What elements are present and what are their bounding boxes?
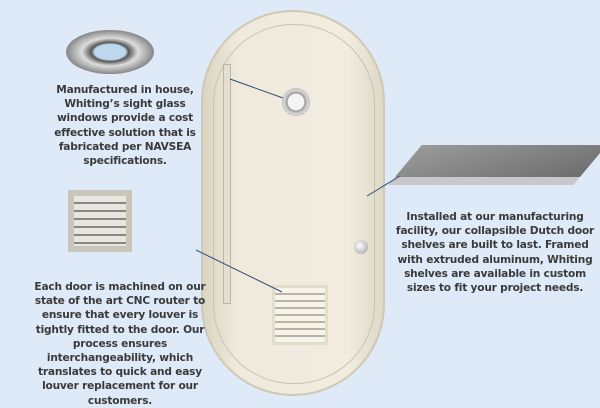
caption-line: translates to quick and easy: [37, 366, 202, 379]
door-hinge-bar: [223, 64, 231, 304]
caption-line: shelves are available in custom: [404, 267, 586, 280]
leader-line-louver: [195, 249, 283, 293]
caption-line: shelves are built to last. Framed: [401, 239, 589, 252]
caption-line: ensure that every louver is: [41, 309, 199, 322]
caption-line: with extruded aluminum, Whiting: [397, 253, 593, 266]
sight-glass-window: [282, 88, 310, 116]
caption-line: fabricated per NAVSEA: [58, 140, 192, 153]
caption-line: customers.: [87, 394, 153, 407]
caption-line: facility, our collapsible Dutch door: [395, 225, 595, 238]
door-panel-outline: [213, 24, 375, 384]
caption-line: state of the art CNC router to: [34, 295, 206, 308]
caption-line: windows provide a cost: [56, 112, 194, 125]
caption-line: Whiting’s sight glass: [64, 98, 186, 111]
louver-photo: [68, 190, 132, 252]
caption-line: process ensures: [72, 337, 168, 350]
caption-line: Installed at our manufacturing: [406, 211, 584, 223]
leader-line-sight-glass: [229, 78, 284, 99]
caption-line: tightly fitted to the door. Our: [35, 323, 205, 336]
caption-line: Manufactured in house,: [56, 84, 194, 96]
leader-line-shelf: [366, 175, 401, 197]
caption-line: interchangeability, which: [46, 352, 194, 365]
caption-line: louver replacement for our: [42, 380, 198, 393]
door-louver: [272, 285, 328, 345]
sight-glass-photo: [66, 30, 154, 74]
door-handle: [354, 240, 368, 254]
shelf-caption: Installed at our manufacturing facility,…: [395, 210, 595, 295]
caption-line: sizes to fit your project needs.: [406, 282, 584, 295]
sight-glass-caption: Manufactured in house, Whiting’s sight g…: [30, 83, 220, 168]
caption-line: effective solution that is: [54, 126, 196, 139]
caption-line: Each door is machined on our: [34, 281, 206, 293]
caption-line: specifications.: [83, 155, 167, 168]
louver-caption: Each door is machined on our state of th…: [20, 280, 220, 408]
